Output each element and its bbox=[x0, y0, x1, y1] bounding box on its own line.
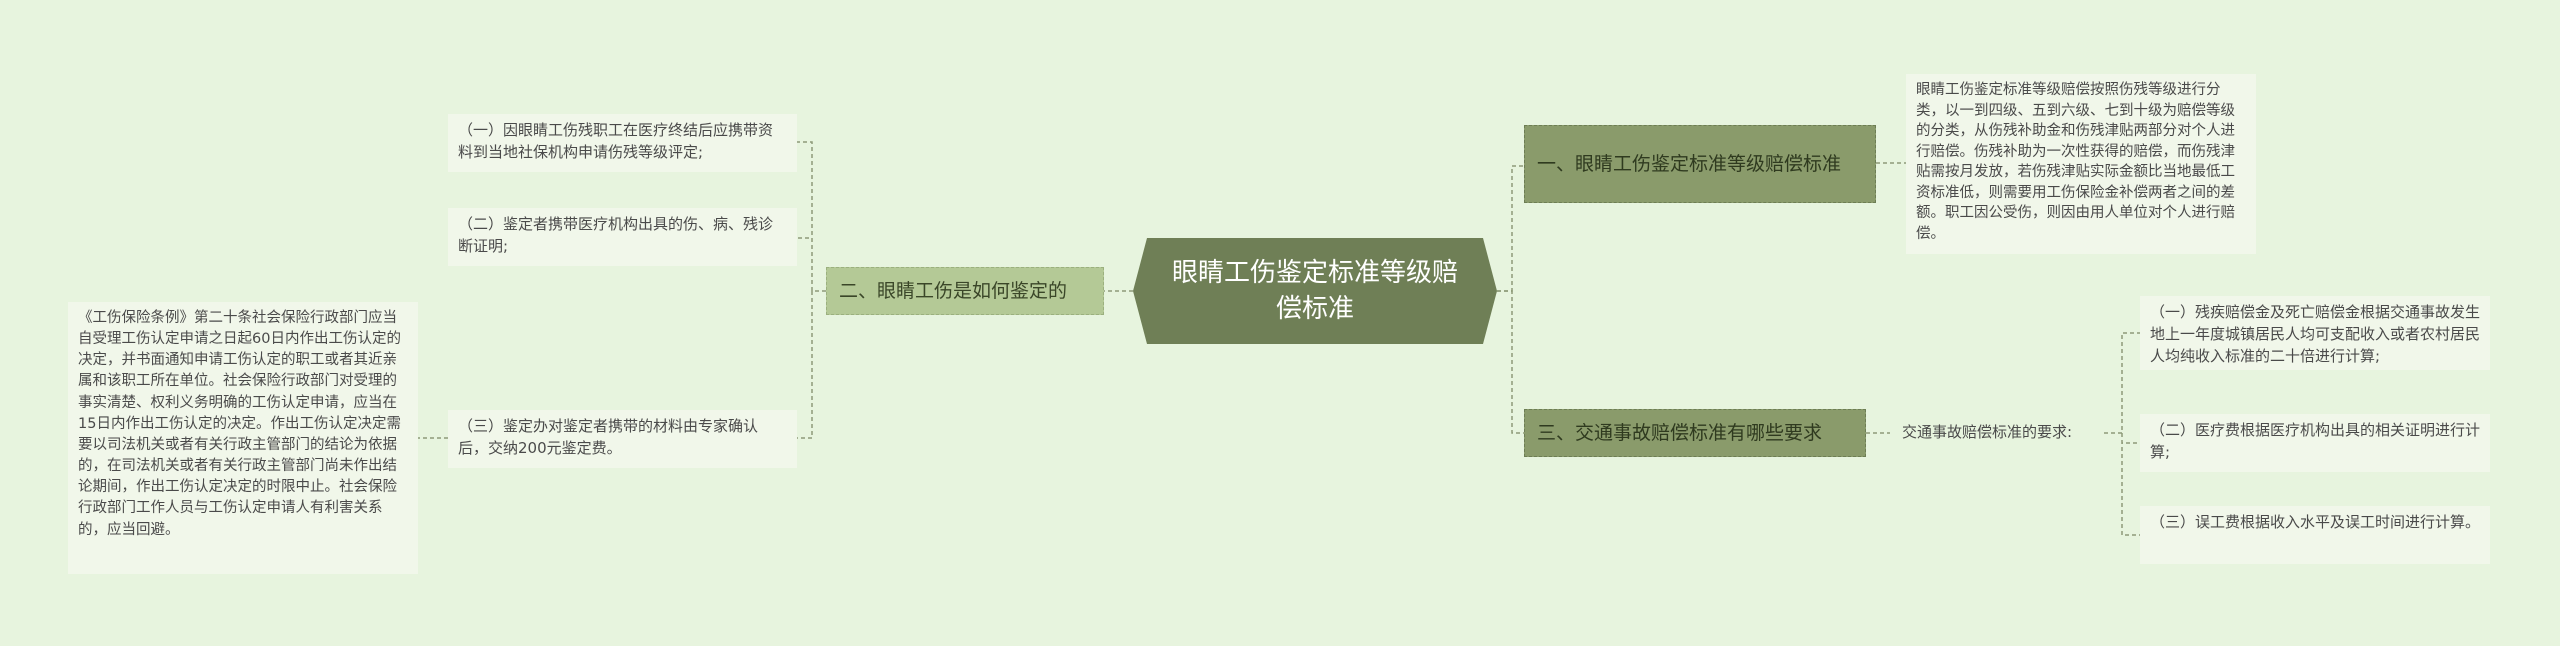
leaf-compensation-detail[interactable]: 眼睛工伤鉴定标准等级赔偿按照伤残等级进行分类，以一到四级、五到六级、七到十级为赔… bbox=[1906, 74, 2256, 254]
branch-label: 三、交通事故赔偿标准有哪些要求 bbox=[1537, 421, 1823, 444]
leaf-assess-step-3[interactable]: （三）鉴定办对鉴定者携带的材料由专家确认后，交纳200元鉴定费。 bbox=[448, 410, 797, 468]
leaf-assess-step-1[interactable]: （一）因眼睛工伤残职工在医疗终结后应携带资料到当地社保机构申请伤残等级评定; bbox=[448, 114, 797, 172]
link-intermediate-children bbox=[2104, 332, 2140, 536]
branch-traffic-accident-requirements[interactable]: 三、交通事故赔偿标准有哪些要求 bbox=[1524, 409, 1866, 457]
leaf-regulation-article-20[interactable]: 《工伤保险条例》第二十条社会保险行政部门应当自受理工伤认定申请之日起60日内作出… bbox=[68, 302, 418, 574]
leaf-text: （一）因眼睛工伤残职工在医疗终结后应携带资料到当地社保机构申请伤残等级评定; bbox=[458, 121, 774, 161]
leaf-text: 《工伤保险条例》第二十条社会保险行政部门应当自受理工伤认定申请之日起60日内作出… bbox=[78, 310, 401, 538]
branch-how-to-assess[interactable]: 二、眼睛工伤是如何鉴定的 bbox=[826, 267, 1104, 315]
root-topic-label: 眼睛工伤鉴定标准等级赔偿标准 bbox=[1171, 257, 1458, 324]
intermediate-requirements-label: 交通事故赔偿标准的要求: bbox=[1890, 422, 2104, 446]
leaf-text: （三）鉴定办对鉴定者携带的材料由专家确认后，交纳200元鉴定费。 bbox=[458, 417, 759, 457]
leaf-text: （二）鉴定者携带医疗机构出具的伤、病、残诊断证明; bbox=[458, 215, 774, 255]
leaf-text: 眼睛工伤鉴定标准等级赔偿按照伤残等级进行分类，以一到四级、五到六级、七到十级为赔… bbox=[1916, 82, 2235, 243]
leaf-assess-step-2[interactable]: （二）鉴定者携带医疗机构出具的伤、病、残诊断证明; bbox=[448, 208, 797, 266]
link-branch2-children bbox=[797, 141, 826, 439]
leaf-text: （一）残疾赔偿金及死亡赔偿金根据交通事故发生地上一年度城镇居民人均可支配收入或者… bbox=[2150, 303, 2481, 365]
leaf-traffic-item-3[interactable]: （三）误工费根据收入水平及误工时间进行计算。 bbox=[2140, 506, 2490, 564]
leaf-traffic-item-1[interactable]: （一）残疾赔偿金及死亡赔偿金根据交通事故发生地上一年度城镇居民人均可支配收入或者… bbox=[2140, 296, 2490, 370]
root-topic[interactable]: 眼睛工伤鉴定标准等级赔偿标准 bbox=[1133, 238, 1497, 344]
leaf-text: （二）医疗费根据医疗机构出具的相关证明进行计算; bbox=[2150, 421, 2481, 461]
leaf-traffic-item-2[interactable]: （二）医疗费根据医疗机构出具的相关证明进行计算; bbox=[2140, 414, 2490, 472]
branch-eye-injury-compensation[interactable]: 一、眼睛工伤鉴定标准等级赔偿标准 bbox=[1524, 125, 1876, 203]
leaf-text: （三）误工费根据收入水平及误工时间进行计算。 bbox=[2150, 513, 2481, 531]
link-root-branch3 bbox=[1497, 290, 1524, 434]
intermediate-text: 交通事故赔偿标准的要求: bbox=[1902, 423, 2073, 441]
link-root-branch1 bbox=[1497, 165, 1524, 292]
branch-label: 二、眼睛工伤是如何鉴定的 bbox=[839, 279, 1068, 302]
branch-label: 一、眼睛工伤鉴定标准等级赔偿标准 bbox=[1537, 152, 1842, 175]
